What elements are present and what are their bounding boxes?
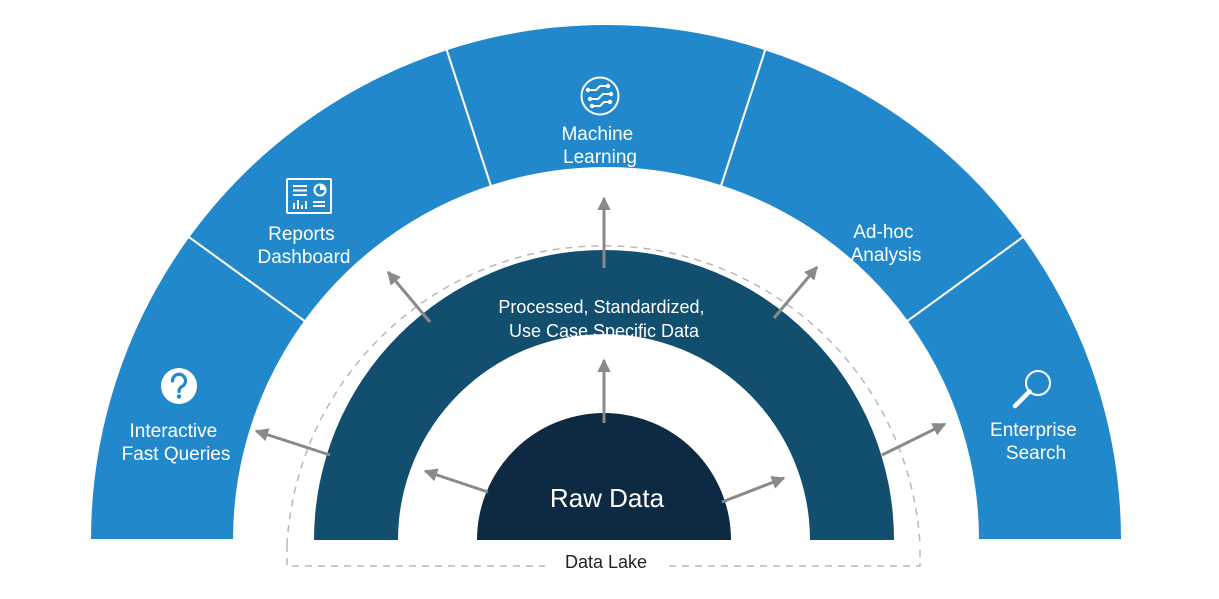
label-enterprise-search: Enterprise Search [990,420,1082,464]
label-interactive-fast-queries: Interactive Fast Queries [122,421,231,465]
raw-data-core [477,413,731,540]
arrow-band-to-fast-queries [254,428,331,457]
label-reports-dashboard: Reports Dashboard [258,224,351,268]
arrow-core-left [423,468,489,494]
neural-circuit-icon [580,76,620,116]
label-data-lake: Data Lake [565,552,647,572]
question-icon [161,368,197,404]
data-lake-label-background [545,549,668,575]
arrow-core-right [721,476,786,504]
data-lake-boundary [286,245,921,567]
label-processed-data: Processed, Standardized, Use Case Specif… [498,297,709,341]
dashboard-icon [286,178,332,214]
arrow-band-to-ad-hoc [772,265,819,319]
label-raw-data: Raw Data [550,483,665,513]
magnifier-icon [1012,370,1051,409]
arrows [254,196,947,504]
arrow-band-to-reports [386,270,432,323]
label-machine-learning: Machine Learning [561,124,638,168]
label-ad-hoc-analysis: Ad-hoc Analysis [851,222,922,266]
processed-data-band [314,250,894,540]
arrow-band-to-enterprise-search [881,422,947,457]
segment-enterprise-search [905,235,1124,541]
outer-ring [88,23,1124,541]
